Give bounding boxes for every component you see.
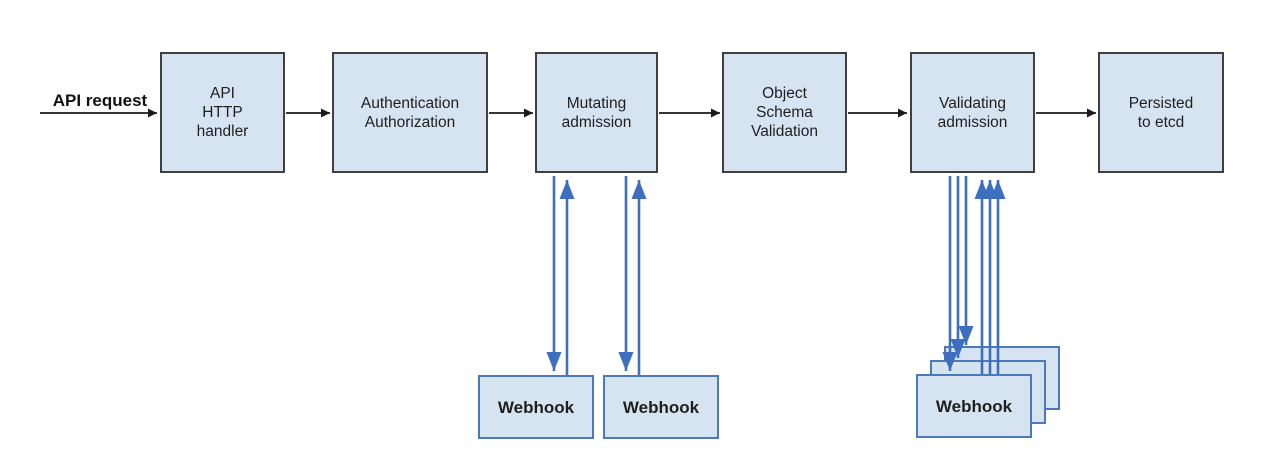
node-label: Webhook — [497, 397, 575, 417]
node-label: Webhook — [935, 396, 1013, 416]
node-mutating-webhook-2: Webhook — [603, 375, 719, 439]
node-label: API HTTP handler — [196, 85, 249, 140]
node-object-schema-validation: Object Schema Validation — [722, 52, 847, 173]
node-mutating-webhook-1: Webhook — [478, 375, 594, 439]
node-validating-admission: Validating admission — [910, 52, 1035, 173]
node-label: Persisted to etcd — [1128, 94, 1194, 131]
node-label: Mutating admission — [561, 94, 632, 131]
node-api-http-handler: API HTTP handler — [160, 52, 285, 173]
api-request-label: API request — [52, 91, 148, 110]
node-label: Authentication Authorization — [360, 94, 460, 131]
node-mutating-admission: Mutating admission — [535, 52, 658, 173]
node-authentication-authorization: Authentication Authorization — [332, 52, 488, 173]
node-validating-webhook-stack-front: Webhook — [916, 374, 1032, 438]
node-persisted-to-etcd: Persisted to etcd — [1098, 52, 1224, 173]
node-label: Object Schema Validation — [751, 85, 818, 140]
node-label: Validating admission — [937, 94, 1008, 131]
node-label: Webhook — [622, 397, 700, 417]
